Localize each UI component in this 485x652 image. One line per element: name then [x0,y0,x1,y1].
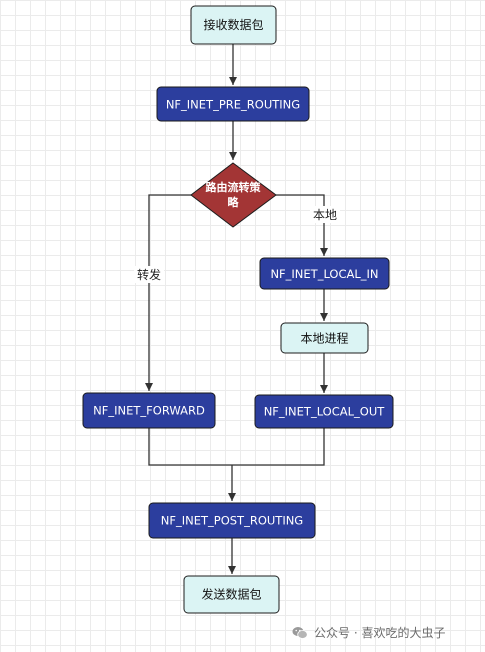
node-pre-routing[interactable]: NF_INET_PRE_ROUTING [156,86,310,122]
watermark-text: 公众号 · 喜欢吃的大虫子 [314,626,446,640]
node-receive-packet-label: 接收数据包 [203,17,263,32]
edge-forward-to-merge [148,428,232,466]
node-pre-routing-label: NF_INET_PRE_ROUTING [166,98,300,112]
node-send-packet[interactable]: 发送数据包 [183,575,280,614]
decision-label-line2: 略 [228,195,240,209]
watermark: 公众号 · 喜欢吃的大虫子 [292,624,445,641]
node-local-process-label: 本地进程 [300,331,348,346]
node-local-process[interactable]: 本地进程 [280,322,369,354]
node-receive-packet[interactable]: 接收数据包 [190,5,277,45]
node-local-in[interactable]: NF_INET_LOCAL_IN [259,257,390,290]
edge-decision-to-forward [145,194,191,391]
edge-label-forward: 转发 [137,267,161,282]
edge-label-local: 本地 [313,208,337,222]
node-local-in-label: NF_INET_LOCAL_IN [270,267,378,281]
node-post-routing-label: NF_INET_POST_ROUTING [161,514,303,528]
edge-localout-to-merge [232,428,325,466]
edge-decision-to-localin [276,194,328,256]
node-local-out[interactable]: NF_INET_LOCAL_OUT [254,394,394,429]
node-local-out-label: NF_INET_LOCAL_OUT [264,405,386,419]
node-send-packet-label: 发送数据包 [201,587,261,602]
node-routing-decision[interactable]: 路由流转策 略 [190,162,277,228]
node-forward-label: NF_INET_FORWARD [93,404,205,418]
decision-label-line1: 路由流转策 [206,180,262,194]
node-forward[interactable]: NF_INET_FORWARD [82,392,216,429]
node-post-routing[interactable]: NF_INET_POST_ROUTING [148,502,316,539]
wechat-icon [292,626,308,639]
